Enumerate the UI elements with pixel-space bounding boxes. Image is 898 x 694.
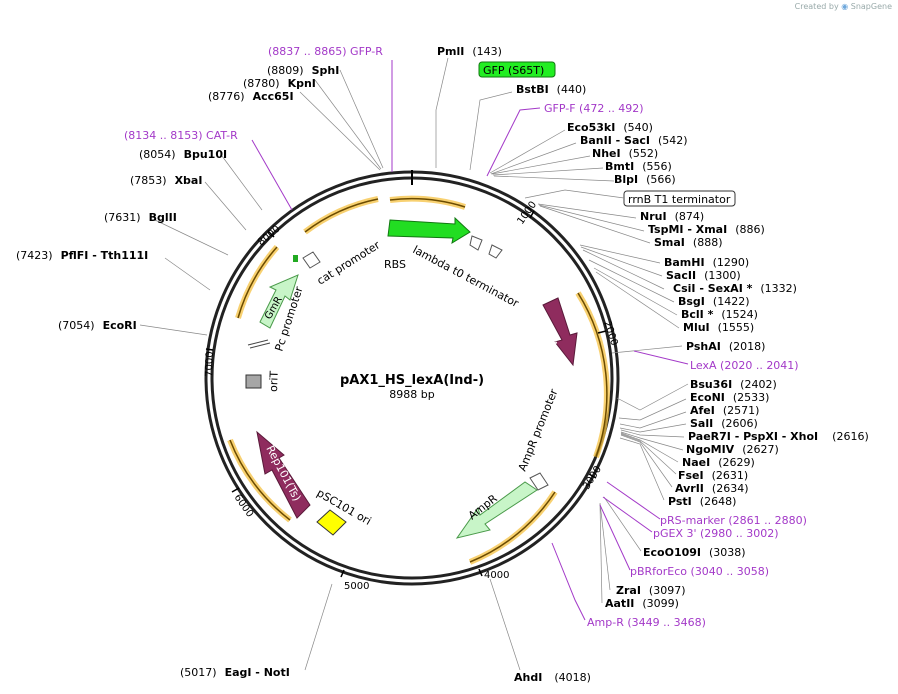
primer-pgex-3[interactable]: pGEX 3' (2980 .. 3002) (653, 527, 779, 540)
gmr-feature-arrow[interactable] (259, 274, 299, 329)
rrnb-terminator-icon (488, 244, 503, 259)
enzyme-bsgi[interactable]: BsgI(1422) (678, 295, 749, 308)
tick-5000: 5000 (344, 581, 369, 592)
enzyme-econi[interactable]: EcoNI(2533) (690, 391, 769, 404)
enzyme-bpu10i[interactable]: (8054)Bpu10I (139, 148, 227, 161)
tick-8000: 8000 (256, 224, 283, 249)
label-orit: oriT (267, 370, 281, 392)
enzyme-tspmi-xmai[interactable]: TspMI - XmaI(886) (648, 223, 765, 236)
credit-text: Created by (794, 2, 839, 11)
enzyme-bmti[interactable]: BmtI(556) (605, 160, 672, 173)
enzyme-pshai[interactable]: PshAI(2018) (686, 340, 765, 353)
enzyme-ahdi[interactable]: AhdI(4018) (514, 671, 591, 684)
enzyme-bglii[interactable]: (7631)BglII (104, 211, 177, 224)
tick-7000: 7000 (204, 351, 216, 377)
enzyme-pmli[interactable]: PmlI(143) (437, 45, 502, 58)
rrnb-label-box[interactable] (623, 190, 736, 207)
enzyme-smai[interactable]: SmaI(888) (654, 236, 723, 249)
orf-arc-gmr-line (237, 246, 278, 319)
primer-lexa[interactable]: LexA (2020 .. 2041) (690, 359, 799, 372)
plasmid-name: pAX1_HS_lexA(Ind-) (340, 373, 484, 388)
enzyme-bstbi[interactable]: BstBI(440) (516, 83, 586, 96)
enzyme-fsei[interactable]: FseI(2631) (678, 469, 748, 482)
enzyme-kpni[interactable]: (8780)KpnI (243, 77, 316, 90)
gmr-start-marker (293, 255, 298, 262)
primer-pbrforeco[interactable]: pBRforEco (3040 .. 3058) (630, 565, 769, 578)
rep101-feature-arrow[interactable] (256, 430, 311, 519)
enzyme-ecoo109i[interactable]: EcoO109I(3038) (643, 546, 746, 559)
gfp-feature-arrow[interactable] (387, 216, 471, 245)
primer-amp-r[interactable]: Amp-R (3449 .. 3468) (587, 616, 706, 629)
enzyme-paer7i-pspxi-xhoi[interactable]: PaeR7I - PspXI - XhoI(2616) (688, 430, 869, 443)
pc-promoter-marker (247, 339, 271, 349)
snapgene-logo-icon: ◉ (841, 2, 849, 11)
enzyme-afei[interactable]: AfeI(2571) (690, 404, 759, 417)
label-ampr-promoter: AmpR promoter (516, 387, 561, 473)
orf-arc-rep101-line (229, 439, 291, 521)
tick-4000: 4000 (484, 570, 509, 581)
primer-gfp-r[interactable]: (8837 .. 8865) GFP-R (268, 45, 383, 58)
enzyme-bamhi[interactable]: BamHI(1290) (664, 256, 749, 269)
enzyme-ngomiv[interactable]: NgoMIV(2627) (686, 443, 779, 456)
enzyme-ecori[interactable]: (7054)EcoRI (58, 319, 137, 332)
enzyme-naei[interactable]: NaeI(2629) (682, 456, 755, 469)
label-rbs: RBS (384, 258, 406, 271)
orf-arcs (227, 195, 610, 565)
enzyme-sali[interactable]: SalI(2606) (690, 417, 758, 430)
enzyme-labels: PmlI(143) BstBI(440) Eco53kI(540) BanII … (16, 45, 869, 684)
enzyme-bsu36i[interactable]: Bsu36I(2402) (690, 378, 777, 391)
orf-arc-cat-line (304, 198, 379, 233)
ampr-promoter-icon (529, 472, 549, 491)
enzyme-xbai[interactable]: (7853)XbaI (130, 174, 202, 187)
enzyme-banii-saci[interactable]: BanII - SacI(542) (580, 134, 688, 147)
cat-promoter-icon (302, 251, 321, 269)
primer-labels: (8837 .. 8865) GFP-R GFP-F (472 .. 492) … (124, 45, 807, 629)
label-cat-promoter: cat promoter (315, 238, 383, 287)
leader-lines (139, 57, 689, 671)
label-rep101: Rep101(Ts) (263, 443, 303, 503)
enzyme-pflfi-tth111i[interactable]: (7423)PflFI - Tth111I (16, 249, 148, 262)
label-gmr: GmR (263, 295, 285, 322)
enzyme-aatii[interactable]: AatII(3099) (605, 597, 679, 610)
orf-arc-gfp-line (389, 197, 466, 208)
label-gfp: GFP (S65T) (483, 64, 544, 77)
primer-prs-marker[interactable]: pRS-marker (2861 .. 2880) (660, 514, 807, 527)
enzyme-eagi-noti[interactable]: (5017)EagI - NotI (180, 666, 290, 679)
orf-arc-lexa-line (577, 292, 608, 458)
label-rrnb-t1-terminator: rrnB T1 terminator (628, 193, 731, 206)
enzyme-bcli[interactable]: BclI *(1524) (681, 308, 758, 321)
tick-2000: 2000 (601, 320, 619, 348)
enzyme-sphi[interactable]: (8809)SphI (267, 64, 339, 77)
enzyme-acc65i[interactable]: (8776)Acc65I (208, 90, 294, 103)
enzyme-nrui[interactable]: NruI(874) (640, 210, 704, 223)
enzyme-mlui[interactable]: MluI(1555) (683, 321, 754, 334)
label-lambda-t0-terminator: lambda t0 terminator (411, 243, 522, 310)
enzyme-avrii[interactable]: AvrII(2634) (675, 482, 748, 495)
enzyme-sacii[interactable]: SacII(1300) (666, 269, 741, 282)
orf-arc-ampr-line (469, 491, 556, 563)
enzyme-eco53ki[interactable]: Eco53kI(540) (567, 121, 653, 134)
plasmid-size: 8988 bp (389, 388, 434, 401)
primer-leader-lines (251, 60, 689, 621)
coordinate-ticks (205, 210, 607, 578)
primer-gfp-f[interactable]: GFP-F (472 .. 492) (544, 102, 644, 115)
enzyme-zrai[interactable]: ZraI(3097) (616, 584, 686, 597)
enzyme-blpi[interactable]: BlpI(566) (614, 173, 676, 186)
psc101-ori-feature[interactable] (316, 509, 347, 536)
ampr-feature-arrow[interactable] (455, 481, 538, 539)
credit: Created by ◉ SnapGene (795, 2, 892, 11)
orit-feature[interactable] (245, 374, 262, 389)
brand-text: SnapGene (850, 2, 892, 11)
enzyme-psti[interactable]: PstI(2648) (668, 495, 736, 508)
enzyme-nhei[interactable]: NheI(552) (592, 147, 658, 160)
primer-cat-r[interactable]: (8134 .. 8153) CAT-R (124, 129, 238, 142)
gfp-label-box[interactable] (478, 61, 556, 78)
lambda-terminator-icon (469, 235, 483, 251)
enzyme-csii-sexai[interactable]: CsiI - SexAI *(1332) (673, 282, 797, 295)
lexa-feature-arrow[interactable] (542, 297, 578, 367)
